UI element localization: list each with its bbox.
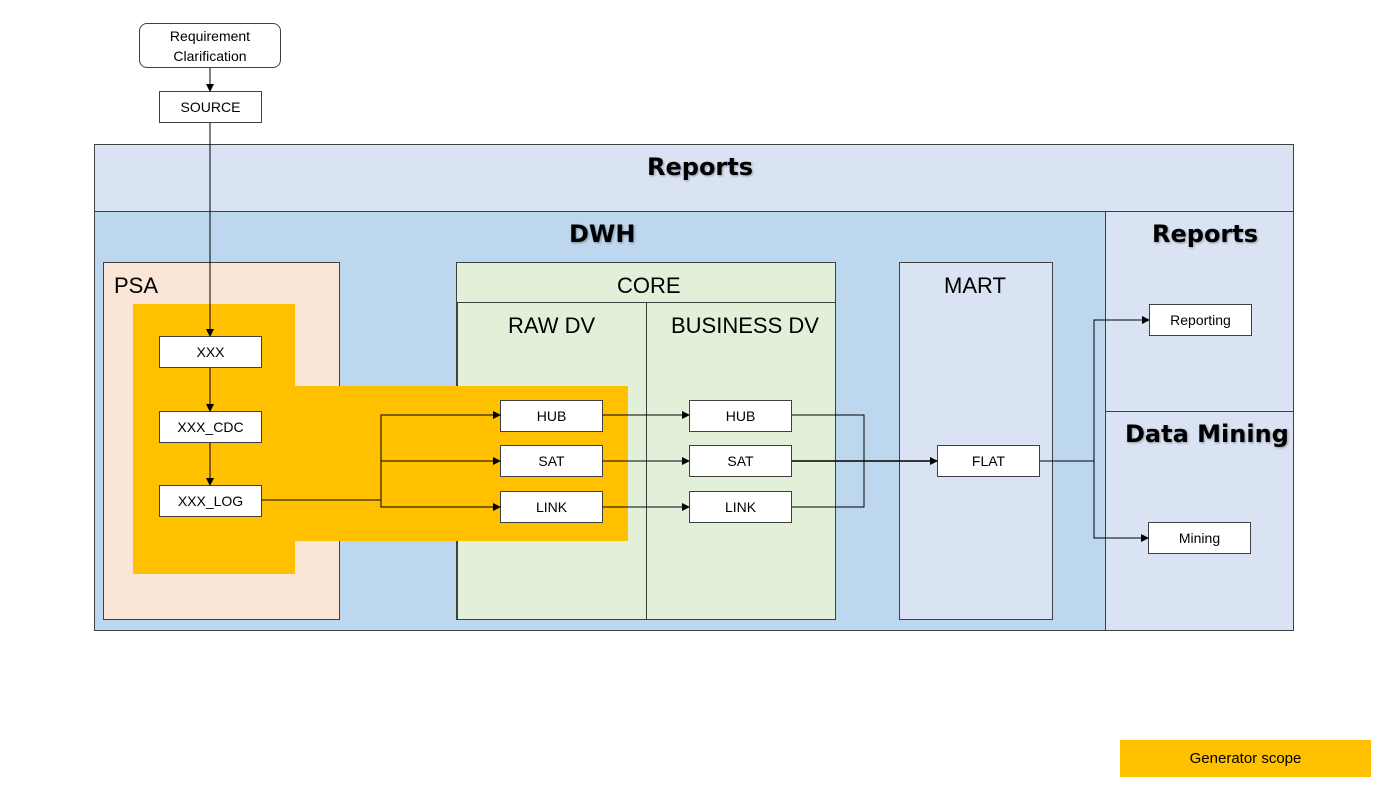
source-label: SOURCE	[180, 99, 241, 115]
reporting-label: Reporting	[1170, 312, 1231, 328]
raw-link-node: LINK	[500, 491, 603, 523]
requirement-clarification-box: Requirement Clarification	[139, 23, 281, 68]
raw-sat-label: SAT	[538, 453, 565, 469]
business-sat-label: SAT	[727, 453, 754, 469]
business-hub-node: HUB	[689, 400, 792, 432]
flat-label: FLAT	[971, 453, 1006, 469]
business-link-label: LINK	[724, 499, 757, 515]
mart-title: MART	[944, 273, 1006, 298]
business-link-node: LINK	[689, 491, 792, 523]
reports-panel-title: Reports	[1152, 220, 1259, 248]
reporting-node: Reporting	[1149, 304, 1252, 336]
psa-node-xxx: XXX	[159, 336, 262, 368]
psa-node-label: XXX	[196, 344, 225, 360]
psa-node-label: XXX_CDC	[177, 419, 244, 435]
psa-title: PSA	[114, 273, 159, 298]
source-box: SOURCE	[159, 91, 262, 123]
mining-node: Mining	[1148, 522, 1251, 554]
mining-label: Mining	[1178, 530, 1221, 546]
business-sat-node: SAT	[689, 445, 792, 477]
dwh-title: DWH	[569, 220, 636, 248]
raw-link-label: LINK	[535, 499, 568, 515]
business-dv-title: BUSINESS DV	[671, 313, 819, 338]
generator-scope-legend: Generator scope	[1120, 740, 1371, 777]
psa-node-xxx-cdc: XXX_CDC	[159, 411, 262, 443]
flat-node: FLAT	[937, 445, 1040, 477]
reports-banner-title: Reports	[647, 153, 754, 181]
psa-node-xxx-log: XXX_LOG	[159, 485, 262, 517]
requirement-clarification-label: Requirement Clarification	[169, 27, 251, 64]
core-title: CORE	[617, 273, 681, 298]
generator-scope-legend-label: Generator scope	[1189, 750, 1302, 767]
psa-node-label: XXX_LOG	[177, 493, 244, 509]
business-hub-label: HUB	[725, 408, 756, 424]
raw-dv-title: RAW DV	[508, 313, 596, 338]
raw-hub-label: HUB	[536, 408, 567, 424]
data-mining-title: Data Mining	[1125, 420, 1289, 448]
reports-banner: Reports	[94, 144, 1294, 212]
raw-hub-node: HUB	[500, 400, 603, 432]
raw-sat-node: SAT	[500, 445, 603, 477]
mart-region: MART	[899, 262, 1053, 620]
data-mining-panel: Data Mining	[1105, 411, 1294, 631]
